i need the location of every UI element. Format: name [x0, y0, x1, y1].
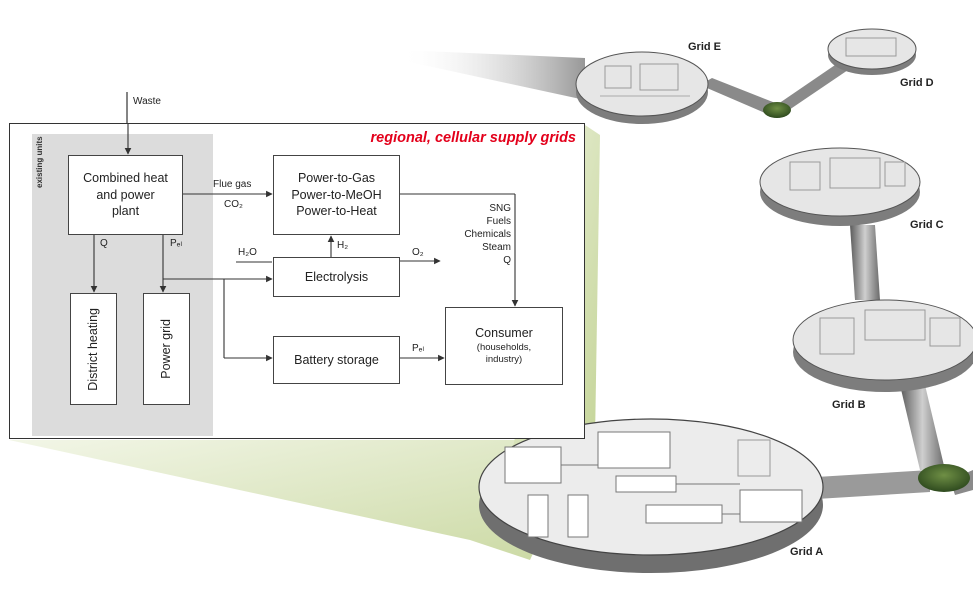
regional-grid-inset: existing units regional, cellular supply… — [9, 123, 585, 439]
battery-pel-label: Pₑₗ — [412, 343, 425, 354]
hub-node-upper — [763, 102, 791, 118]
consumer-box: Consumer (households, industry) — [445, 307, 563, 385]
ptx-line3: Power-to-Heat — [296, 204, 377, 219]
electrolysis-box: Electrolysis — [273, 257, 400, 297]
product-item: Chemicals — [464, 229, 511, 240]
inset-arrows — [90, 124, 519, 362]
ptx-line2: Power-to-MeOH — [291, 187, 382, 202]
product-item: Fuels — [486, 216, 511, 227]
incoming-beam — [400, 50, 585, 100]
grid-e-label: Grid E — [688, 41, 721, 53]
inset-title: regional, cellular supply grids — [370, 130, 576, 146]
consumer-line1: Consumer — [475, 326, 533, 341]
connector-d-hub — [778, 63, 848, 112]
products-list: SNG Fuels Chemicals Steam Q — [435, 202, 511, 267]
grid-c-disc — [759, 147, 921, 226]
chp-line2: and power — [96, 187, 155, 202]
chp-line1: Combined heat — [83, 170, 168, 185]
district-heating-box: District heating — [70, 293, 117, 405]
h2o-label: H₂O — [238, 247, 257, 258]
connector-b-hub — [900, 385, 945, 470]
grid-a-label: Grid A — [790, 546, 823, 558]
h2-label: H₂ — [337, 240, 349, 251]
ptx-box: Power-to-Gas Power-to-MeOH Power-to-Heat — [273, 155, 400, 235]
grid-d-label: Grid D — [900, 77, 934, 89]
product-item: SNG — [489, 203, 511, 214]
q-label: Q — [100, 238, 108, 249]
power-grid-box: Power grid — [143, 293, 190, 405]
waste-label: Waste — [133, 96, 161, 107]
co2-label: CO₂ — [224, 199, 243, 210]
grid-b-label: Grid B — [832, 399, 866, 411]
zoom-cone-bottom — [9, 440, 585, 560]
electrolysis-label: Electrolysis — [304, 269, 369, 284]
grid-a-disc — [478, 418, 824, 573]
product-item: Steam — [482, 242, 511, 253]
connector-e-hub — [700, 78, 778, 116]
grid-e-disc — [575, 51, 709, 124]
o2-label: O₂ — [412, 247, 424, 258]
chp-box: Combined heat and power plant — [68, 155, 183, 235]
connector-c-b — [850, 225, 880, 300]
flue-gas-label: Flue gas — [213, 179, 252, 190]
grid-b-disc — [792, 299, 973, 392]
consumer-line2: (households, — [476, 342, 532, 354]
hub-node-lower — [918, 464, 970, 492]
battery-storage-box: Battery storage — [273, 336, 400, 384]
grid-c-label: Grid C — [910, 219, 944, 231]
battery-storage-label: Battery storage — [294, 352, 379, 367]
pel-label: Pₑₗ — [170, 238, 183, 249]
chp-line3: plant — [111, 204, 140, 219]
power-grid-label: Power grid — [159, 319, 174, 379]
consumer-line3: industry) — [485, 354, 523, 366]
grid-d-disc — [827, 28, 917, 75]
ptx-line1: Power-to-Gas — [297, 170, 376, 185]
connector-a-hub — [800, 470, 930, 500]
product-item: Q — [503, 255, 511, 266]
district-heating-label: District heating — [86, 307, 101, 391]
